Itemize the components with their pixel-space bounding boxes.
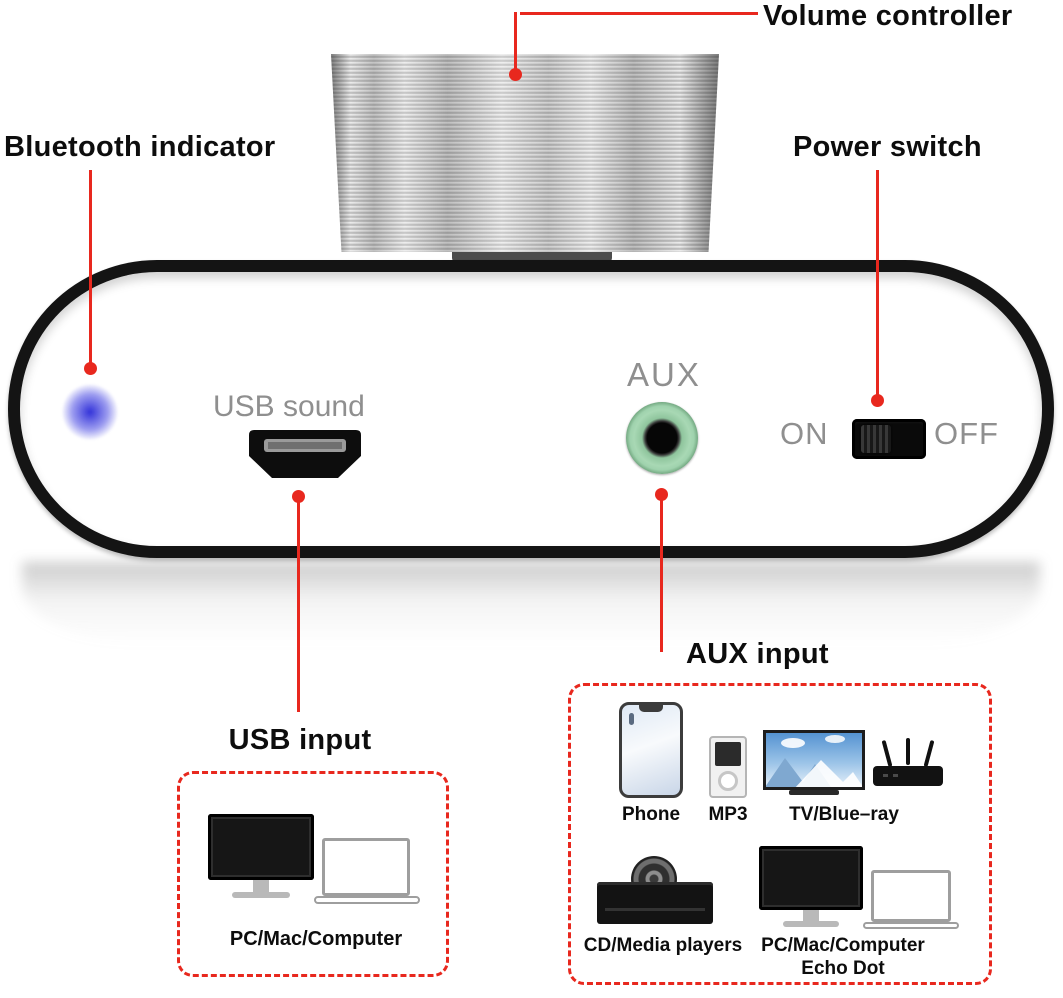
monitor-stand xyxy=(253,880,269,892)
power-switch xyxy=(852,419,926,459)
phone-label: Phone xyxy=(621,804,681,825)
monitor-screen xyxy=(208,814,314,880)
aux-jack xyxy=(626,402,698,474)
router-led xyxy=(893,774,898,777)
aux-jack-label: AUX xyxy=(627,356,701,393)
monitor-base xyxy=(783,921,839,927)
power-callout-dot xyxy=(871,394,884,407)
device-reflection xyxy=(22,562,1040,646)
tv-screen xyxy=(760,727,868,793)
bluetooth-indicator-label: Bluetooth indicator xyxy=(4,131,276,163)
power-on-label: ON xyxy=(780,416,829,451)
mp3-screen xyxy=(715,742,741,766)
amplifier-body xyxy=(8,260,1054,558)
tv-icon xyxy=(760,727,868,802)
usb-sources-caption: PC/Mac/Computer xyxy=(229,928,403,950)
tv-stand xyxy=(789,790,839,795)
mp3-player-icon xyxy=(709,736,747,798)
cd-player-slot xyxy=(605,908,705,911)
usb-input-label: USB input xyxy=(228,724,372,756)
router-body xyxy=(873,766,943,786)
laptop-screen xyxy=(322,838,410,896)
echo-dot-label: Echo Dot xyxy=(801,958,885,979)
usb-callout-line xyxy=(297,494,300,712)
bluetooth-callout-dot xyxy=(84,362,97,375)
laptop-base xyxy=(314,896,420,904)
volume-controller-label: Volume controller xyxy=(763,0,1013,32)
usb-sound-label: USB sound xyxy=(213,390,365,423)
cd-player-icon xyxy=(597,856,713,926)
phone-notch xyxy=(639,705,663,712)
power-switch-label: Power switch xyxy=(793,131,982,163)
volume-knob xyxy=(331,54,719,252)
phone-camera xyxy=(629,713,634,725)
aux-input-label: AUX input xyxy=(686,638,829,670)
tv-bluray-label: TV/Blue–ray xyxy=(789,804,899,825)
power-switch-knob xyxy=(861,425,891,453)
mp3-click-wheel xyxy=(718,771,738,791)
monitor-stand xyxy=(803,910,819,921)
bluetooth-callout-line xyxy=(89,170,92,366)
router-antenna xyxy=(881,739,893,768)
phone-icon xyxy=(619,702,683,798)
laptop-screen xyxy=(871,870,951,922)
router-led xyxy=(883,774,888,777)
aux-sources-box: Phone MP3 TV/Blue–ray CD/Media players P… xyxy=(568,683,992,985)
router-icon xyxy=(873,738,943,792)
router-antenna xyxy=(923,739,935,768)
mp3-label: MP3 xyxy=(708,804,748,825)
cd-player-body xyxy=(597,882,713,924)
power-callout-line xyxy=(876,170,879,398)
aux-callout-line xyxy=(660,492,663,652)
power-off-label: OFF xyxy=(934,416,999,451)
bluetooth-led-indicator xyxy=(62,384,118,440)
router-antenna xyxy=(906,738,910,765)
micro-usb-port-icon xyxy=(249,430,361,478)
monitor-screen xyxy=(759,846,863,910)
cd-media-players-label: CD/Media players xyxy=(583,935,743,956)
volume-callout-line-h xyxy=(520,12,758,15)
pc-mac-computer-label: PC/Mac/Computer xyxy=(761,935,925,956)
laptop-base xyxy=(863,922,959,929)
volume-callout-line-v xyxy=(514,12,517,72)
volume-callout-dot xyxy=(509,68,522,81)
monitor-base xyxy=(232,892,290,898)
usb-sources-box: PC/Mac/Computer xyxy=(177,771,449,977)
